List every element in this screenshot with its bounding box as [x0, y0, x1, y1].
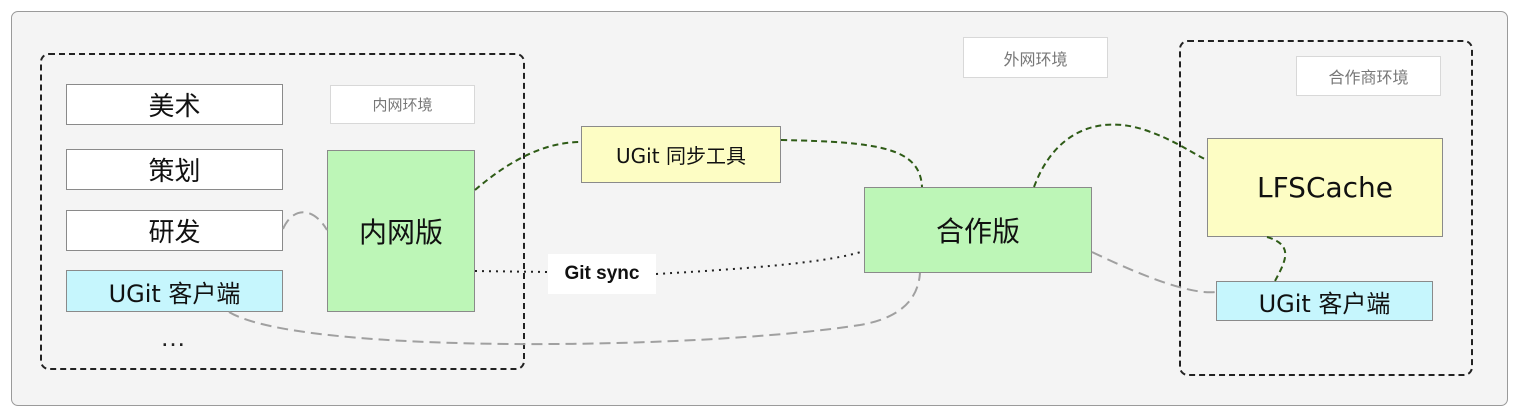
internal-env-tag: 内网环境 [330, 85, 475, 124]
edge-internal-client-to-coop-edition [228, 272, 921, 346]
edge-dev-to-internal-edition [282, 211, 328, 231]
partner-env-tag: 合作商环境 [1296, 56, 1441, 96]
internal-edition-node: 内网版 [327, 150, 475, 312]
coop-edition-node: 合作版 [864, 187, 1092, 273]
edge-git-sync-right [655, 250, 865, 275]
edge-internal-edition-to-sync-tool [474, 141, 582, 191]
role-design: 策划 [66, 149, 283, 190]
git-sync-label: Git sync [548, 254, 656, 294]
external-env-tag: 外网环境 [963, 37, 1108, 78]
edge-sync-tool-to-coop-edition [780, 139, 923, 188]
edge-lfs-cache-to-partner-client [1266, 236, 1287, 282]
edge-coop-edition-to-lfs-cache [1033, 123, 1208, 188]
lfs-cache-node: LFSCache [1207, 138, 1443, 237]
ugit-sync-tool-node: UGit 同步工具 [581, 126, 781, 183]
edge-partner-client-to-coop-edition [1091, 251, 1217, 294]
role-dev: 研发 [66, 210, 283, 251]
more-roles-ellipsis: … [160, 322, 189, 352]
internal-ugit-client: UGit 客户端 [66, 270, 283, 312]
partner-ugit-client: UGit 客户端 [1216, 281, 1433, 321]
role-art: 美术 [66, 84, 283, 125]
edge-git-sync-left [474, 270, 549, 273]
